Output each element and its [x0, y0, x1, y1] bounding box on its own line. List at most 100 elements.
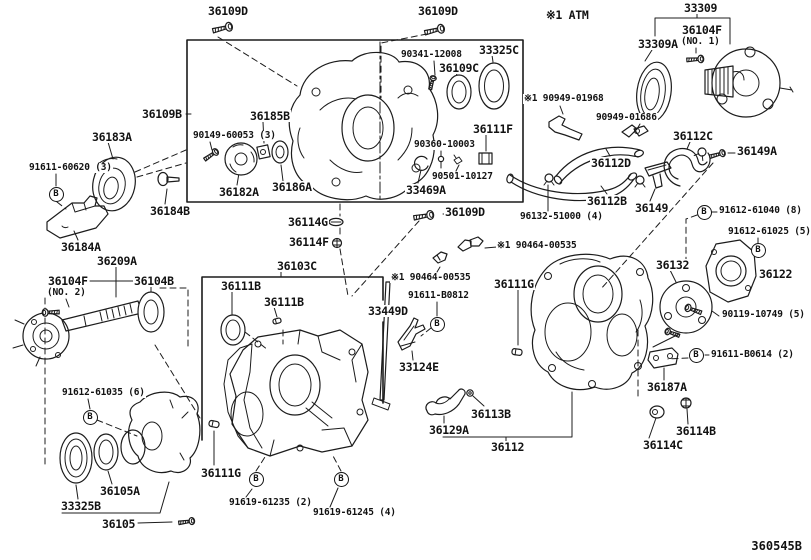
- bolt-symbol-91611-b0614: B: [688, 347, 704, 363]
- part-label-33449d-51[interactable]: 33449D: [367, 304, 409, 318]
- part-label-36122-41[interactable]: 36122: [758, 267, 794, 281]
- part-label-36129a-64[interactable]: 36129A: [428, 423, 470, 437]
- part-label-36105-59[interactable]: 36105: [101, 517, 137, 531]
- part-label-33309a-6[interactable]: 33309A: [637, 37, 679, 51]
- part-drawing-36114f: [333, 239, 342, 248]
- part-label-36109d-1[interactable]: 36109D: [417, 4, 459, 18]
- part-label-91612610255-39[interactable]: 91612-61025 (5): [727, 226, 811, 237]
- part-drawing-36187a: [648, 348, 678, 368]
- part-drawing-36185b: [257, 145, 270, 159]
- part-label-36112c-32[interactable]: 36112C: [672, 129, 714, 143]
- part-label-36104b-26[interactable]: 36104B: [133, 274, 175, 288]
- part-drawing-90464-clips: [433, 237, 483, 263]
- part-drawing-36184b: [158, 173, 179, 186]
- part-label-36114f-28[interactable]: 36114F: [288, 235, 330, 249]
- part-label-33309-3[interactable]: 33309: [683, 1, 719, 15]
- part-label-36111f-13[interactable]: 36111F: [472, 122, 514, 136]
- part-label-9094901686-31[interactable]: 90949-01686: [595, 112, 658, 123]
- part-label-no1-5[interactable]: (NO. 1): [680, 36, 721, 47]
- part-label-36104f-4[interactable]: 36104F: [681, 23, 723, 37]
- part-label-36109b-10[interactable]: 36109B: [141, 107, 183, 121]
- bolt-symbol-91612-61025: B: [750, 242, 766, 258]
- part-drawing-36186a: [272, 141, 288, 163]
- part-drawing-36112c-hose: [664, 149, 710, 186]
- part-label-91611b06142-43[interactable]: 91611-B0614 (2): [710, 349, 795, 360]
- part-drawing-90360: [438, 156, 443, 168]
- part-label-36186a-18[interactable]: 36186A: [271, 180, 313, 194]
- part-drawing-36122: [706, 240, 756, 302]
- part-label-36209a-23[interactable]: 36209A: [96, 254, 138, 268]
- bolt-symbol-91612-61040: B: [696, 204, 712, 220]
- part-label-9034112008-7[interactable]: 90341-12008: [400, 49, 463, 60]
- part-label-36149-36[interactable]: 36149: [634, 201, 670, 215]
- part-label-36112-65[interactable]: 36112: [490, 440, 526, 454]
- part-label-36111g-47[interactable]: 36111G: [493, 277, 535, 291]
- part-label-91612610356-56[interactable]: 91612-61035 (6): [61, 387, 146, 398]
- part-label-36114b-45[interactable]: 36114B: [675, 424, 717, 438]
- part-label-96132510004-37[interactable]: 96132-51000 (4): [519, 211, 604, 222]
- part-drawing-90501: [454, 155, 462, 164]
- part-drawing-center-case-36103c: [224, 330, 368, 456]
- part-label-19094901968-30[interactable]: ※1 90949-01968: [523, 93, 605, 104]
- bolt-symbol-91619-61235: B: [248, 471, 264, 487]
- part-label-36114c-46[interactable]: 36114C: [642, 438, 684, 452]
- part-drawing-36182a: [225, 143, 257, 175]
- part-drawing-36104b: [138, 292, 164, 332]
- part-label-36112b-35[interactable]: 36112B: [586, 194, 628, 208]
- part-drawing-90949-01968-clip: [549, 116, 582, 140]
- part-label-36185b-11[interactable]: 36185B: [249, 109, 291, 123]
- part-label-91611b0812-50[interactable]: 91611-B0812: [407, 290, 470, 301]
- part-drawing-36149-bracket: [645, 162, 671, 188]
- part-label-36109d-0[interactable]: 36109D: [207, 4, 249, 18]
- part-label-19046400535-49[interactable]: ※1 90464-00535: [390, 272, 472, 283]
- part-label-36149a-33[interactable]: 36149A: [736, 144, 778, 158]
- part-label-1atm-2[interactable]: ※1 ATM: [545, 8, 590, 22]
- part-label-91611606203-20[interactable]: 91611-60620 (3): [28, 162, 113, 173]
- part-label-36105a-58[interactable]: 36105A: [99, 484, 141, 498]
- part-drawing-36111b-seal: [221, 315, 245, 345]
- bolt-symbol-91611-b0812: B: [429, 316, 445, 332]
- part-label-36111b-55[interactable]: 36111B: [263, 295, 305, 309]
- part-drawing-36183a: [88, 153, 140, 215]
- part-label-9050110127-15[interactable]: 90501-10127: [431, 171, 494, 182]
- part-label-19046400535-48[interactable]: ※1 90464-00535: [496, 240, 578, 251]
- part-label-36111b-54[interactable]: 36111B: [220, 279, 262, 293]
- part-drawing-33325b: [60, 433, 92, 483]
- part-drawing-36105-housing: [121, 392, 200, 472]
- part-drawing-33469a: [415, 156, 428, 170]
- part-label-33325c-8[interactable]: 33325C: [478, 43, 520, 57]
- part-label-9036010003-14[interactable]: 90360-10003: [413, 139, 476, 150]
- part-label-91612610408-38[interactable]: 91612-61040 (8): [718, 205, 803, 216]
- part-label-36183a-19[interactable]: 36183A: [91, 130, 133, 144]
- part-label-36182a-17[interactable]: 36182A: [218, 185, 260, 199]
- part-label-91619612352-61[interactable]: 91619-61235 (2): [228, 497, 313, 508]
- part-label-36113b-63[interactable]: 36113B: [470, 407, 512, 421]
- part-label-36103c-53[interactable]: 36103C: [276, 259, 318, 273]
- part-label-90149600533-12[interactable]: 90149-60053 (3): [192, 130, 277, 141]
- part-label-36184b-21[interactable]: 36184B: [149, 204, 191, 218]
- part-label-36187a-44[interactable]: 36187A: [646, 380, 688, 394]
- part-label-36104f-24[interactable]: 36104F: [47, 274, 89, 288]
- part-drawing-36114c: [650, 406, 664, 418]
- part-label-33124e-52[interactable]: 33124E: [398, 360, 440, 374]
- part-label-36109d-29[interactable]: 36109D: [444, 205, 486, 219]
- part-label-36114g-27[interactable]: 36114G: [287, 215, 329, 229]
- part-drawing-33124e: [398, 318, 425, 350]
- part-label-33469a-16[interactable]: 33469A: [405, 183, 447, 197]
- part-label-36184a-22[interactable]: 36184A: [60, 240, 102, 254]
- part-label-91619612454-62[interactable]: 91619-61245 (4): [312, 507, 397, 518]
- part-drawing-33325c: [479, 63, 509, 109]
- part-drawing-33449d-gasket: [372, 282, 390, 410]
- part-label-36112d-34[interactable]: 36112D: [590, 156, 632, 170]
- part-label-90119107495-42[interactable]: 90119-10749 (5): [721, 309, 806, 320]
- part-label-36111g-60[interactable]: 36111G: [200, 466, 242, 480]
- construction-lines: [45, 34, 753, 471]
- diagram-id: 360545B: [751, 539, 802, 553]
- part-label-36109c-9[interactable]: 36109C: [438, 61, 480, 75]
- part-label-36132-40[interactable]: 36132: [655, 258, 691, 272]
- bolt-symbol-91611-60620: B: [48, 186, 64, 202]
- part-label-no2-25[interactable]: (NO. 2): [46, 287, 87, 298]
- part-drawing-36105a: [94, 434, 118, 470]
- part-label-33325b-57[interactable]: 33325B: [60, 499, 102, 513]
